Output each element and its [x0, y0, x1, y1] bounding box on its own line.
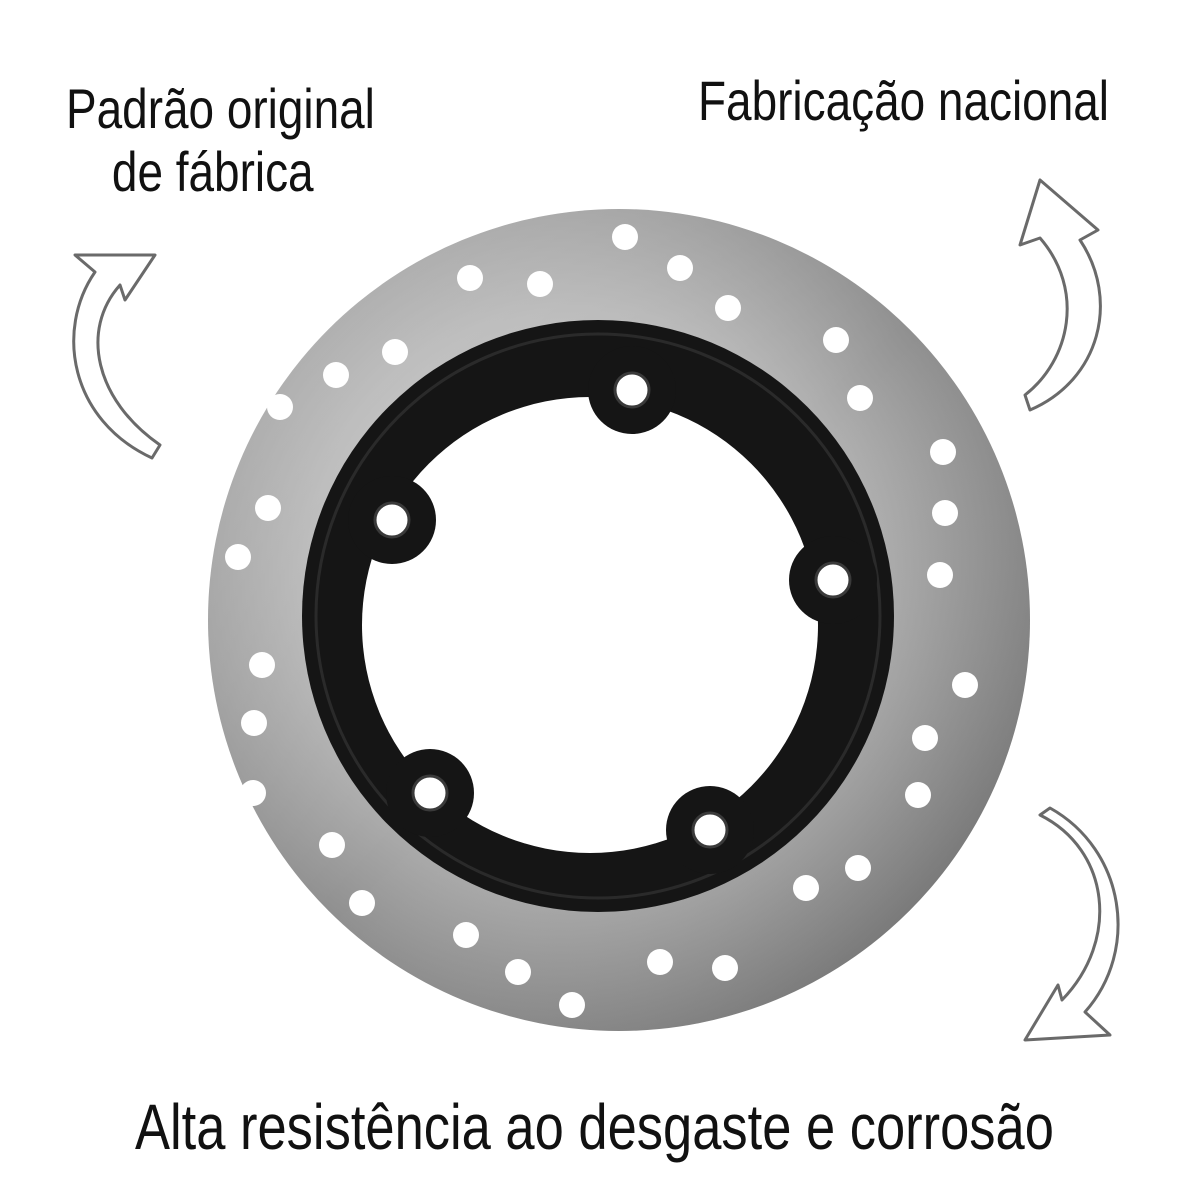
- vent-hole: [712, 955, 738, 981]
- bolt-hole: [373, 501, 411, 539]
- vent-hole: [845, 855, 871, 881]
- curved-arrow-icon: [72, 253, 162, 460]
- vent-hole: [527, 271, 553, 297]
- vent-hole: [667, 255, 693, 281]
- vent-hole: [912, 725, 938, 751]
- vent-hole: [241, 710, 267, 736]
- vent-hole: [905, 782, 931, 808]
- caption-resistance: Alta resistência ao desgaste e corrosão: [135, 1091, 1054, 1163]
- brake-disc: [208, 209, 1030, 1031]
- vent-hole: [457, 265, 483, 291]
- bolt-hole: [613, 371, 651, 409]
- vent-hole: [932, 500, 958, 526]
- vent-hole: [952, 672, 978, 698]
- vent-hole: [823, 327, 849, 353]
- vent-hole: [847, 385, 873, 411]
- caption-line-1: Padrão original: [66, 77, 375, 140]
- bolt-hole: [411, 774, 449, 812]
- arrows: [72, 178, 1120, 1042]
- vent-hole: [267, 394, 293, 420]
- caption-line-2: de fábrica: [111, 139, 314, 203]
- bolt-hole: [691, 811, 729, 849]
- vent-hole: [927, 562, 953, 588]
- bolt-hole: [814, 561, 852, 599]
- vent-hole: [323, 362, 349, 388]
- vent-hole: [612, 224, 638, 250]
- carrier-bolt-lobes: [348, 346, 877, 874]
- vent-hole: [505, 959, 531, 985]
- disc-ventilation-holes: [225, 224, 978, 1018]
- vent-hole: [715, 295, 741, 321]
- vent-hole: [349, 890, 375, 916]
- vent-hole: [559, 992, 585, 1018]
- vent-hole: [319, 832, 345, 858]
- vent-hole: [240, 780, 266, 806]
- vent-hole: [382, 339, 408, 365]
- vent-hole: [647, 949, 673, 975]
- caption-original-standard: Padrão original de fábrica: [66, 77, 375, 203]
- vent-hole: [453, 922, 479, 948]
- vent-hole: [249, 652, 275, 678]
- caption-national-manufacture: Fabricação nacional: [698, 69, 1109, 132]
- vent-hole: [793, 875, 819, 901]
- vent-hole: [255, 495, 281, 521]
- curved-arrow-icon: [1018, 178, 1102, 412]
- vent-hole: [225, 544, 251, 570]
- curved-arrow-icon: [1023, 806, 1120, 1042]
- vent-hole: [930, 439, 956, 465]
- disc-center-opening: [362, 397, 818, 853]
